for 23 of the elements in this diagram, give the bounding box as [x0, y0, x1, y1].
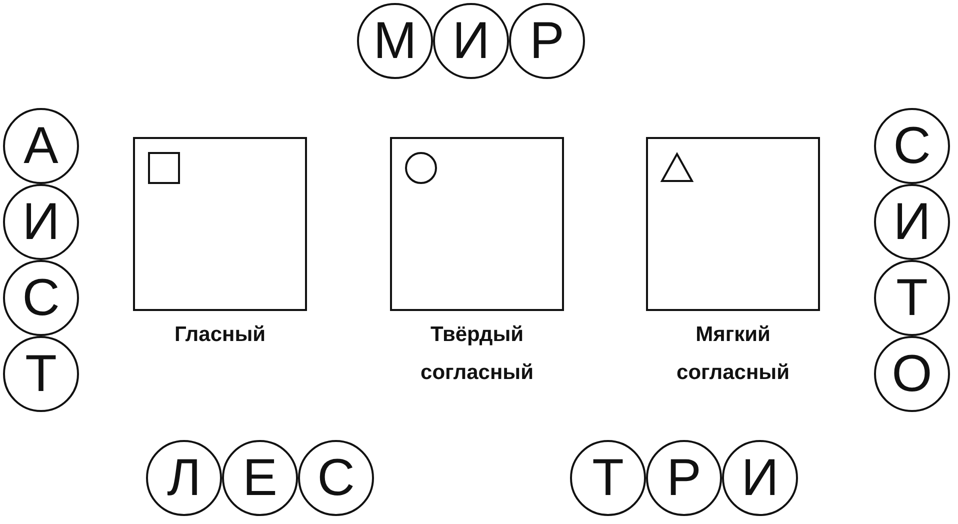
- letter-circle: Т: [874, 260, 950, 336]
- letter-circle: И: [722, 440, 798, 516]
- letter-circle: Т: [3, 336, 79, 412]
- letter-circle: М: [357, 3, 433, 79]
- caption-label: Гласный: [173, 322, 267, 348]
- letter-circle: Л: [146, 440, 222, 516]
- letter-circle: С: [298, 440, 374, 516]
- answer-square: [390, 137, 564, 311]
- caption-label: Твёрдый согласный: [420, 322, 534, 386]
- letter-circle: О: [874, 336, 950, 412]
- caption-label: Мягкий согласный: [676, 322, 790, 386]
- letter-circle: Е: [222, 440, 298, 516]
- letter-circle: А: [3, 108, 79, 184]
- letter-circle: С: [874, 108, 950, 184]
- letter-circle: Т: [570, 440, 646, 516]
- answer-square: [646, 137, 820, 311]
- letter-circle: И: [3, 184, 79, 260]
- answer-square: [133, 137, 307, 311]
- letter-circle: И: [433, 3, 509, 79]
- letter-circle: С: [3, 260, 79, 336]
- letter-circle: И: [874, 184, 950, 260]
- letter-circle: Р: [509, 3, 585, 79]
- letter-circle: Р: [646, 440, 722, 516]
